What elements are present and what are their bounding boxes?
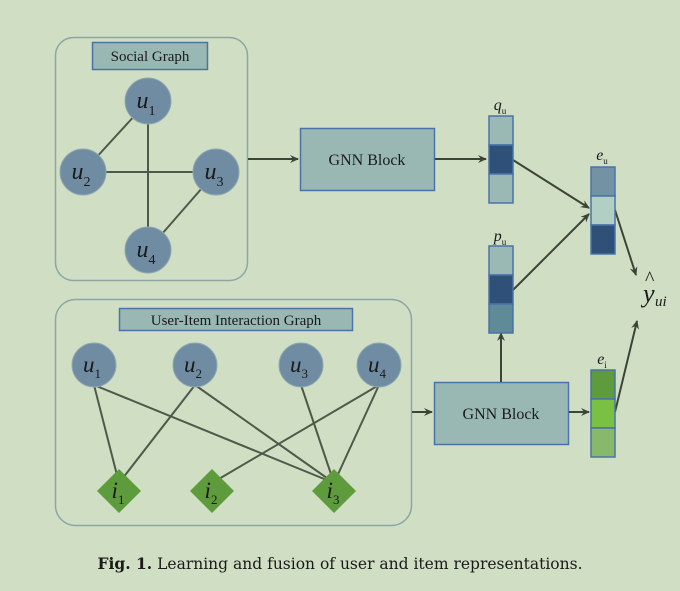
gnn-block-bottom-label: GNN Block (463, 406, 540, 423)
caption-text: Learning and fusion of user and item rep… (157, 555, 583, 573)
social-node-u1: u1 (124, 77, 172, 125)
interaction-user-u2: u2 (172, 342, 218, 388)
social-node-label-u1: u1 (137, 88, 156, 119)
y-hat-base: y (640, 279, 655, 308)
interaction-user-label-u3: u3 (290, 352, 308, 381)
interaction-user-label-u2: u2 (184, 352, 202, 381)
interaction-item-label-i2: i2 (205, 478, 218, 507)
interaction-user-label-u1: u1 (83, 352, 101, 381)
interaction-edge-u2-i3 (194, 384, 335, 484)
caption-label: Fig. 1. (97, 554, 153, 573)
output-y-hat: y ^ ui (640, 268, 667, 310)
interaction-item-label-i3: i3 (327, 478, 340, 507)
interaction-edge-u4-i2 (211, 384, 380, 484)
social-node-u4: u4 (124, 226, 172, 274)
y-hat-hat: ^ (645, 268, 655, 290)
gnn-block-bottom: GNN Block (433, 381, 570, 446)
vec-qu-cell-2 (488, 144, 514, 175)
social-node-u2: u2 (59, 148, 107, 196)
social-graph-title: Social Graph (111, 49, 190, 65)
vec-eu-label: eu (596, 147, 608, 166)
gnn-block-top: GNN Block (299, 127, 436, 192)
interaction-edge-u4-i3 (333, 384, 380, 484)
interaction-edge-u3-i3 (300, 384, 335, 484)
interaction-edge-u1-i3 (93, 384, 335, 484)
vec-pu-label: pu (493, 228, 507, 247)
interaction-user-u1: u1 (71, 342, 117, 388)
interaction-graph-title-box (118, 307, 354, 332)
social-node-label-u2: u2 (72, 159, 91, 190)
social-graph-title-box (91, 41, 209, 71)
interaction-user-u3: u3 (278, 342, 324, 388)
gnn-block-top-label: GNN Block (329, 152, 406, 169)
social-node-label-u3: u3 (205, 159, 224, 190)
vec-pu-cell-3 (488, 303, 514, 334)
interaction-graph-edges (93, 384, 380, 484)
figure-caption: Fig. 1. Learning and fusion of user and … (0, 554, 680, 573)
vec-qu-label: qu (494, 97, 507, 116)
social-node-u3: u3 (192, 148, 240, 196)
interaction-user-u4: u4 (356, 342, 402, 388)
interaction-item-i1: i1 (97, 469, 141, 513)
y-hat-subscript: ui (655, 294, 667, 310)
vec-ei-label: ei (597, 351, 607, 370)
flow-arrows (248, 155, 640, 416)
vec-ei-cell-1 (590, 369, 616, 400)
vector-e-u: eu (590, 147, 616, 255)
vector-p-u: pu (488, 228, 514, 334)
arrow-qu-to-eu (512, 159, 590, 209)
arrow-eu-to-yhat (614, 209, 638, 276)
arrow-pu-to-eu (512, 213, 590, 291)
vec-ei-cell-2 (590, 398, 616, 429)
vector-q-u: qu (488, 97, 514, 204)
interaction-graph-title: User-Item Interaction Graph (151, 313, 322, 329)
social-graph-nodes: u1 u2 u3 u4 (59, 77, 240, 274)
interaction-graph-users: u1 u2 u3 u4 (71, 342, 402, 388)
vec-pu-cell-1 (488, 245, 514, 276)
interaction-graph-items: i1 i2 i3 (97, 469, 356, 513)
vector-e-i: ei (590, 351, 616, 458)
interaction-user-label-u4: u4 (368, 352, 387, 381)
vec-pu-cell-2 (488, 274, 514, 305)
interaction-item-i2: i2 (190, 469, 234, 513)
vec-eu-cell-2 (590, 195, 616, 226)
interaction-edge-u2-i1 (118, 384, 196, 484)
vec-qu-cell-1 (488, 115, 514, 146)
vec-eu-cell-1 (590, 166, 616, 197)
interaction-item-i3: i3 (312, 469, 356, 513)
interaction-edge-u1-i1 (93, 384, 120, 484)
vec-eu-cell-3 (590, 224, 616, 255)
social-graph-panel: Social Graph u1 u2 u3 u4 (54, 36, 249, 282)
arrow-ei-to-yhat (614, 320, 640, 413)
social-node-label-u4: u4 (137, 237, 156, 268)
interaction-item-label-i1: i1 (112, 478, 125, 507)
vec-qu-cell-3 (488, 173, 514, 204)
vec-ei-cell-3 (590, 427, 616, 458)
